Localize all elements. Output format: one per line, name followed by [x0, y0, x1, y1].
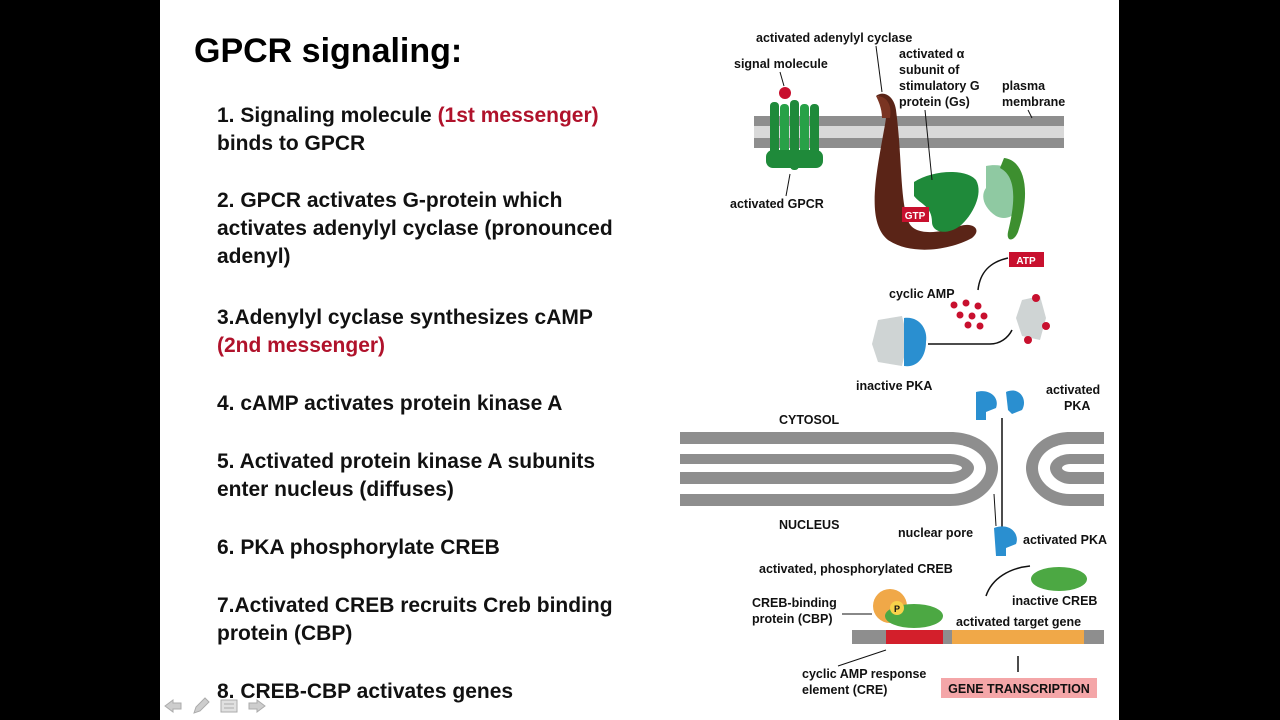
plasma-membrane-core: [754, 126, 1064, 138]
label-activated-gpcr: activated GPCR: [730, 197, 824, 211]
menu-icon[interactable]: [218, 695, 240, 717]
label-inactive-creb: inactive CREB: [1012, 594, 1097, 608]
slide-toolbar: [162, 694, 268, 718]
leader-lines: [779, 45, 1033, 667]
label-membrane: membrane: [1002, 95, 1065, 109]
inactive-creb-shape: [1031, 567, 1087, 591]
step-line: 6. PKA phosphorylate CREB: [217, 534, 500, 562]
step-line: 2. GPCR activates G-protein which: [217, 187, 613, 215]
label-alpha-4: protein (Gs): [899, 95, 970, 109]
step-line: activates adenylyl cyclase (pronounced: [217, 215, 613, 243]
label-gene-transcription: GENE TRANSCRIPTION: [948, 682, 1090, 696]
label-alpha-1: activated α: [899, 47, 965, 61]
gtp-label: GTP: [905, 211, 926, 222]
atp-arrow: [977, 257, 1009, 291]
label-nuclear-pore: nuclear pore: [898, 526, 973, 540]
step-8: 8. CREB-CBP activates genes: [217, 678, 513, 706]
camp-dots: [950, 299, 988, 330]
step-text: 1. Signaling molecule: [217, 104, 438, 127]
step-text: 8. CREB-CBP activates genes: [217, 680, 514, 703]
step-text: 3.Adenylyl cyclase synthesizes cAMP: [217, 306, 593, 329]
label-activated-pka-2: PKA: [1064, 399, 1090, 413]
label-plasma: plasma: [1002, 79, 1046, 93]
step-text: binds to GPCR: [217, 132, 366, 155]
step-text: activates adenylyl cyclase (pronounced: [217, 217, 613, 240]
step-2: 2. GPCR activates G-protein which activat…: [217, 187, 613, 271]
label-activated-adenylyl-cyclase: activated adenylyl cyclase: [756, 31, 912, 45]
gpcr-receptor: [766, 100, 823, 170]
step-line: binds to GPCR: [217, 130, 599, 158]
label-inactive-pka: inactive PKA: [856, 379, 932, 393]
creb-arrow: [985, 565, 1031, 597]
label-activated-pka-1: activated: [1046, 383, 1100, 397]
label-alpha-3: stimulatory G: [899, 79, 980, 93]
slide: GPCR signaling: 1. Signaling molecule (1…: [160, 0, 1119, 720]
back-arrow-icon[interactable]: [162, 695, 184, 717]
step-text: (2nd messenger): [217, 334, 386, 357]
step-1: 1. Signaling molecule (1st messenger)bin…: [217, 102, 599, 158]
signal-molecule-dot: [779, 87, 791, 99]
step-line: 3.Adenylyl cyclase synthesizes cAMP: [217, 304, 593, 332]
step-line: enter nucleus (diffuses): [217, 476, 595, 504]
label-activated-pka-nucleus: activated PKA: [1023, 533, 1107, 547]
label-cre-2: element (CRE): [802, 683, 887, 697]
label-activated-target-gene: activated target gene: [956, 615, 1081, 629]
regulatory-subunits: [1016, 294, 1050, 344]
step-line: 5. Activated protein kinase A subunits: [217, 448, 595, 476]
step-line: 1. Signaling molecule (1st messenger): [217, 102, 599, 130]
gpcr-diagram: GTP ATP: [680, 31, 1107, 698]
step-line: 7.Activated CREB recruits Creb binding: [217, 592, 613, 620]
phosphate-badge: [890, 601, 904, 615]
label-cytosol: CYTOSOL: [779, 413, 840, 427]
forward-arrow-icon[interactable]: [246, 695, 268, 717]
step-line: 8. CREB-CBP activates genes: [217, 678, 513, 706]
step-text: protein (CBP): [217, 622, 353, 645]
label-activated-phosphorylated-creb: activated, phosphorylated CREB: [759, 562, 953, 576]
cre-element: [886, 630, 943, 644]
step-line: adenyl): [217, 243, 613, 271]
step-6: 6. PKA phosphorylate CREB: [217, 534, 500, 562]
gtp-badge: [902, 207, 929, 222]
label-signal-molecule: signal molecule: [734, 57, 828, 71]
inactive-pka-shape: [872, 316, 927, 367]
g-alpha-subunit: [914, 171, 979, 232]
target-gene-region: [952, 630, 1084, 644]
phosphate-label: P: [894, 604, 900, 614]
step-7: 7.Activated CREB recruits Creb binding pr…: [217, 592, 613, 648]
step-text: 7.Activated CREB recruits Creb binding: [217, 594, 613, 617]
label-alpha-2: subunit of: [899, 63, 960, 77]
label-creb-binding: CREB-binding: [752, 596, 837, 610]
pen-icon[interactable]: [190, 695, 212, 717]
step-line: 4. cAMP activates protein kinase A: [217, 390, 562, 418]
atp-label: ATP: [1016, 256, 1036, 267]
step-text: 2. GPCR activates G-protein which: [217, 189, 563, 212]
step-text: 5. Activated protein kinase A subunits: [217, 450, 596, 473]
step-text: adenyl): [217, 245, 291, 268]
step-text: 6. PKA phosphorylate CREB: [217, 536, 500, 559]
adenylyl-cyclase-shape: [874, 93, 977, 250]
activation-arrow: [928, 329, 1013, 345]
g-protein-anchor: [1000, 158, 1026, 240]
step-text: 4. cAMP activates protein kinase A: [217, 392, 563, 415]
step-line: protein (CBP): [217, 620, 613, 648]
label-nucleus: NUCLEUS: [779, 518, 839, 532]
step-4: 4. cAMP activates protein kinase A: [217, 390, 562, 418]
slide-title: GPCR signaling:: [194, 32, 463, 70]
gene-transcription-box: [941, 678, 1097, 698]
nuclear-pka-shape: [994, 526, 1017, 556]
step-text: (1st messenger): [437, 104, 599, 127]
activated-pka-shape: [976, 390, 1025, 420]
atp-badge: [1009, 252, 1044, 267]
plasma-membrane-top: [754, 116, 1064, 126]
step-3: 3.Adenylyl cyclase synthesizes cAMP (2nd …: [217, 304, 593, 360]
label-cyclic-amp: cyclic AMP: [889, 287, 955, 301]
step-line: (2nd messenger): [217, 332, 593, 360]
label-cre-1: cyclic AMP response: [802, 667, 926, 681]
plasma-membrane-bottom: [754, 138, 1064, 148]
step-text: enter nucleus (diffuses): [217, 478, 454, 501]
step-5: 5. Activated protein kinase A subunits e…: [217, 448, 595, 504]
nuclear-envelope: [680, 432, 1104, 506]
label-cbp: protein (CBP): [752, 612, 833, 626]
